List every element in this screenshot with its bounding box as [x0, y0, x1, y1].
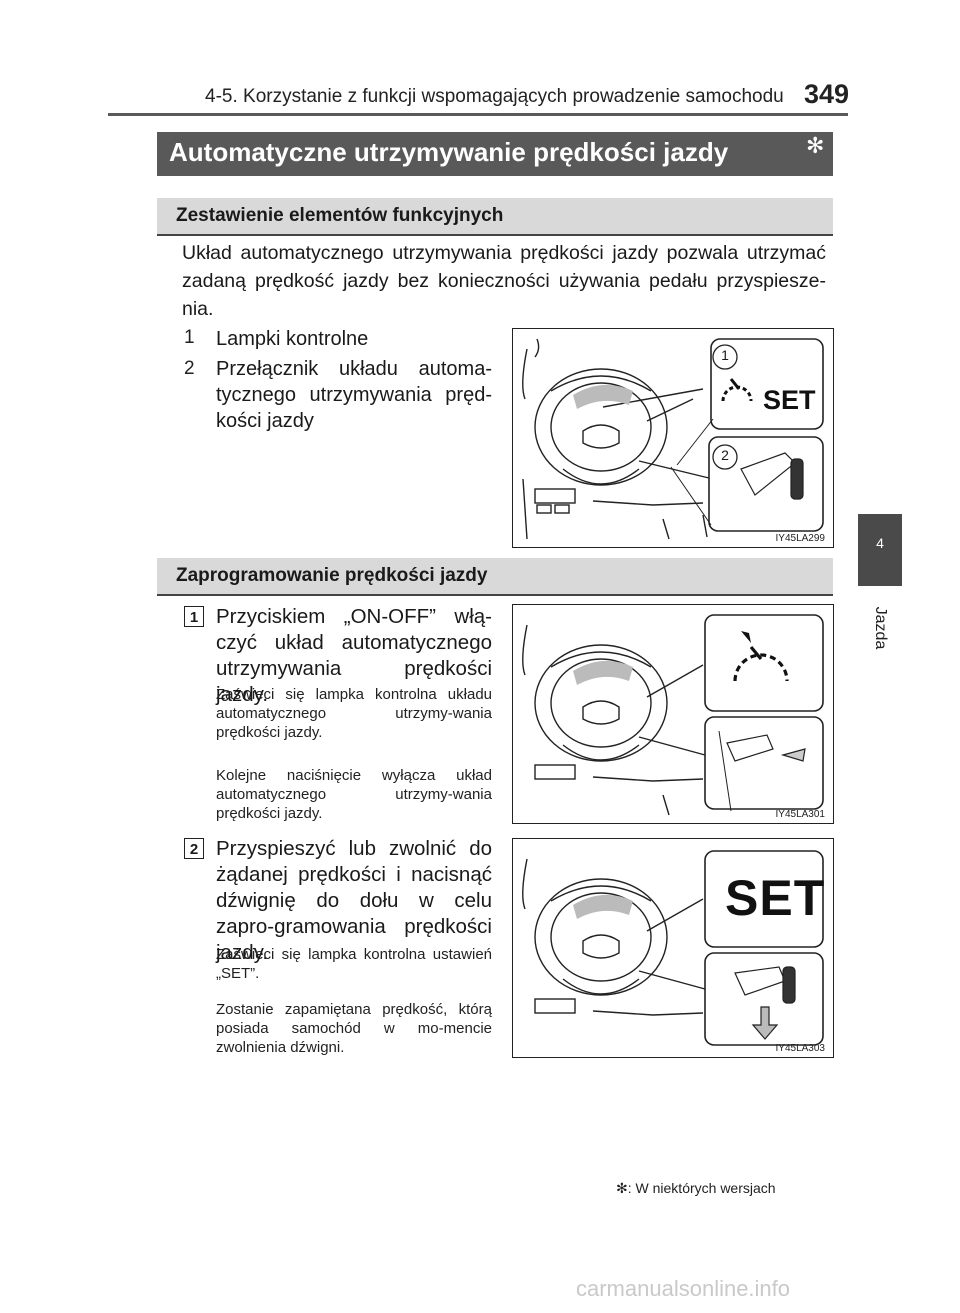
step-number-1: 1 [184, 606, 204, 627]
step1-note-2: Kolejne naciśnięcie wyłącza układ automa… [216, 767, 492, 822]
chapter-number: 4 [876, 535, 884, 551]
running-header: 4-5. Korzystanie z funkcji wspomagającyc… [205, 86, 784, 107]
chapter-label-text: Jazda [872, 606, 889, 650]
figure-code: IY45LA299 [775, 533, 826, 544]
chapter-label: Jazda [852, 596, 908, 660]
section-heading-bar-2 [157, 558, 833, 596]
title-bar [157, 132, 833, 176]
footnote-mark: ✻ [616, 1180, 628, 1196]
item-text-1: Lampki kontrolne [216, 328, 369, 350]
figure-overview: 1 2 SET IY45LA299 [512, 328, 834, 548]
step2-note-2: Zostanie zapamiętana prędkość, którą pos… [216, 1001, 492, 1056]
intro-paragraph: Układ automatycznego utrzymywania prędko… [182, 242, 826, 320]
step-text-2: Przyspieszyć lub zwolnić do żądanej pręd… [216, 837, 492, 964]
dashboard-illustration-3 [522, 850, 824, 1046]
footnote-text: : W niektórych wersjach [627, 1180, 776, 1196]
figure-code: IY45LA303 [775, 1043, 826, 1054]
chapter-tab [858, 514, 902, 586]
step-number-2: 2 [184, 838, 204, 859]
callout-2: 2 [721, 447, 729, 463]
figure-step-2: SET IY45LA303 [512, 838, 834, 1058]
step1-note-1: Zaświeci się lampka kontrolna układu aut… [216, 686, 492, 741]
section-heading-1: Zestawienie elementów funkcyjnych [176, 205, 504, 226]
watermark: carmanualsonline.info [576, 1276, 791, 1301]
step2-note-1: Zaświeci się lampka kontrolna ustawień „… [216, 946, 492, 982]
figure-step-1: IY45LA301 [512, 604, 834, 824]
section-heading-2: Zaprogramowanie prędkości jazdy [176, 565, 488, 586]
figure-code: IY45LA301 [775, 809, 826, 820]
dashboard-illustration-2 [522, 614, 824, 816]
page-number: 349 [804, 79, 850, 109]
step-text-1: Przyciskiem „ON-OFF” włą-czyć układ auto… [216, 605, 492, 706]
title-asterisk: ✻ [806, 133, 825, 158]
section-heading-bar-1 [157, 198, 833, 236]
dashboard-illustration-1 [522, 338, 824, 540]
set-indicator: SET [763, 385, 816, 415]
item-number-1: 1 [184, 327, 195, 348]
page-title: Automatyczne utrzymywanie prędkości jazd… [169, 137, 729, 167]
header-rule [108, 113, 848, 116]
footnote: ✻: W niektórych wersjach [616, 1180, 776, 1197]
item-text-2: Przełącznik układu automa-tycznego utrzy… [216, 358, 492, 432]
set-indicator-large: SET [725, 870, 826, 926]
item-number-2: 2 [184, 358, 195, 379]
callout-1: 1 [721, 347, 729, 363]
